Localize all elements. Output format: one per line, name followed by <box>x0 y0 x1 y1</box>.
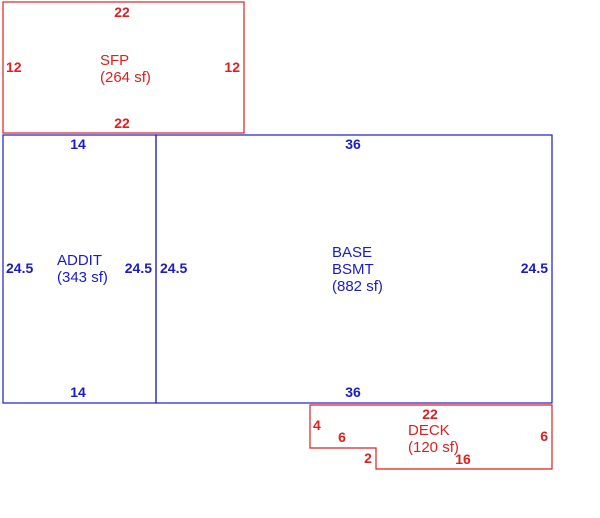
deck-area: 22 6 16 4 6 2 DECK (120 sf) <box>309 404 553 470</box>
addit-area-label: (343 sf) <box>57 269 108 286</box>
addit-bottom-dimension: 14 <box>70 384 86 400</box>
bsmt-label: BSMT <box>332 261 374 278</box>
addit-left-dimension: 24.5 <box>6 260 33 276</box>
sfp-outline <box>2 1 245 134</box>
deck-label: DECK <box>408 422 450 439</box>
deck-left-dimension: 4 <box>313 417 321 433</box>
base-bottom-dimension: 36 <box>345 384 361 400</box>
base-left-dimension: 24.5 <box>160 260 187 276</box>
addit-area: 14 14 24.5 24.5 ADDIT (343 sf) <box>2 134 157 404</box>
sfp-left-dimension: 12 <box>6 59 22 75</box>
deck-top-dimension: 22 <box>422 406 438 422</box>
deck-outline <box>309 404 553 470</box>
sfp-top-dimension: 22 <box>114 4 130 20</box>
base-right-dimension: 24.5 <box>521 260 548 276</box>
sfp-bottom-dimension: 22 <box>114 115 130 131</box>
deck-step-vertical-dimension: 2 <box>364 450 372 466</box>
base-label: BASE <box>332 244 372 261</box>
addit-right-dimension: 24.5 <box>125 260 152 276</box>
deck-bottom-dimension: 16 <box>455 451 471 467</box>
deck-area-label: (120 sf) <box>408 439 459 456</box>
base-bsmt-area: 36 36 24.5 24.5 BASE BSMT (882 sf) <box>155 134 553 404</box>
sfp-right-dimension: 12 <box>224 59 240 75</box>
base-top-dimension: 36 <box>345 136 361 152</box>
sfp-area-label: (264 sf) <box>100 69 151 86</box>
sfp-area: 22 22 12 12 SFP (264 sf) <box>2 1 245 134</box>
addit-label: ADDIT <box>57 252 102 269</box>
base-area-label: (882 sf) <box>332 278 383 295</box>
deck-step-horizontal-dimension: 6 <box>338 429 346 445</box>
deck-right-dimension: 6 <box>540 428 548 444</box>
sfp-label: SFP <box>100 52 129 69</box>
base-bsmt-outline <box>155 134 553 404</box>
addit-top-dimension: 14 <box>70 136 86 152</box>
